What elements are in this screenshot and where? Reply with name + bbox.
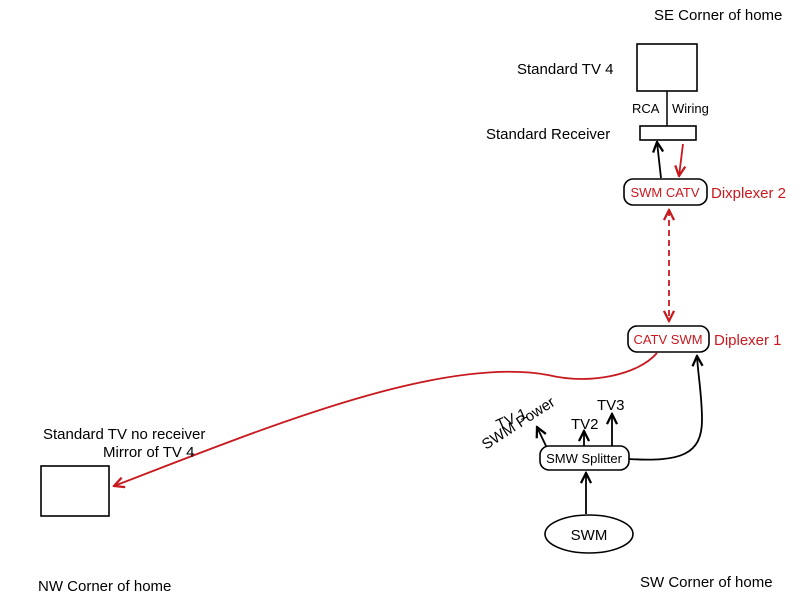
se-corner-label: SE Corner of home <box>654 7 782 24</box>
diplexer2-label: Dixplexer 2 <box>711 185 786 202</box>
swm-label: SWM <box>571 527 608 544</box>
diplexer1-box <box>627 325 710 353</box>
nw-tv-label: Standard TV no receiver <box>43 426 205 443</box>
splitter-box-text: SMW Splitter <box>546 451 623 466</box>
diplexer1-label: Diplexer 1 <box>714 332 782 349</box>
red-cable-to-nw-tv <box>114 352 658 486</box>
nw-tv-sublabel: Mirror of TV 4 <box>103 444 194 461</box>
receiver-to-diplexer-arrow <box>657 142 661 179</box>
nw-tv-box <box>40 465 110 517</box>
wiring-label: Wiring <box>672 101 709 116</box>
tv3-output-label: TV3 <box>597 397 625 414</box>
diplexer-to-receiver-arrow <box>679 143 683 176</box>
tv4-label: Standard TV 4 <box>517 61 613 78</box>
swm-node <box>544 514 634 554</box>
sw-corner-label: SW Corner of home <box>640 574 773 591</box>
tv4-box <box>636 43 698 92</box>
receiver-label: Standard Receiver <box>486 126 610 143</box>
splitter-to-diplexer1-cable <box>628 356 702 461</box>
receiver-box <box>639 125 697 141</box>
diplexer2-box-text: SWM CATV <box>630 185 699 200</box>
diplexer1-box-text: CATV SWM <box>633 332 702 347</box>
diplexer2-box <box>623 178 708 206</box>
tv2-output-label: TV2 <box>571 416 599 433</box>
tv1-output-arrow <box>537 427 547 447</box>
nw-corner-label: NW Corner of home <box>38 578 171 595</box>
rca-label: RCA <box>632 101 660 116</box>
